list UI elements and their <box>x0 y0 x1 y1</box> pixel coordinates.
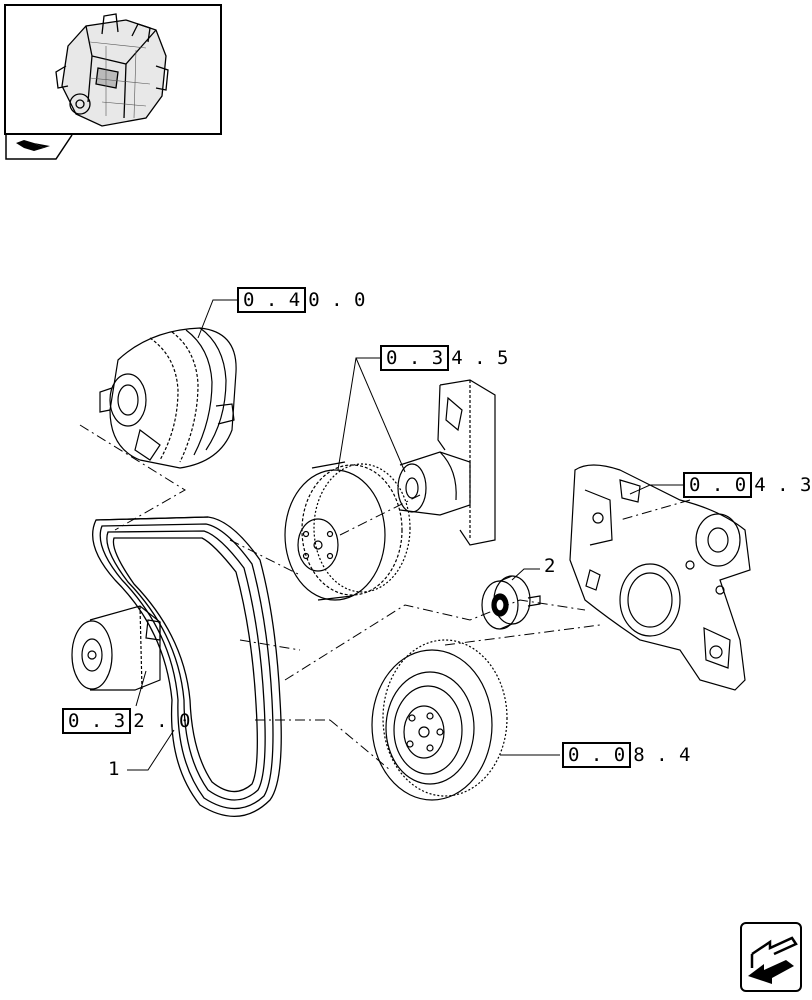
ref-damper[interactable]: 0 . 0 8 . 4 <box>562 742 690 768</box>
crank-damper-part <box>371 639 508 801</box>
ref-pulley-group-boxed: 0 . 3 <box>380 345 450 371</box>
item-number-idler: 2 <box>544 555 556 577</box>
compressor-part <box>71 605 161 691</box>
ref-compressor[interactable]: 0 . 3 2 . 0 <box>62 708 190 734</box>
ref-damper-rest: 8 . 4 <box>633 744 691 766</box>
item-number-belt: 1 <box>108 758 120 780</box>
ref-compressor-boxed: 0 . 3 <box>62 708 132 734</box>
ref-timing-cover-rest: 4 . 3 <box>754 474 812 496</box>
poly-v-belt-part <box>92 516 282 817</box>
ref-pulley-group[interactable]: 0 . 3 4 . 5 <box>380 345 508 371</box>
back-arrow-icon[interactable] <box>740 922 802 992</box>
grooved-pulley-part <box>284 461 411 601</box>
engine-thumbnail-icon[interactable] <box>4 4 222 135</box>
ref-alternator[interactable]: 0 . 4 0 . 0 <box>237 287 365 313</box>
timing-cover-part <box>569 464 751 691</box>
book-tab-icon[interactable] <box>4 134 74 160</box>
alternator-part <box>99 327 237 469</box>
ref-pulley-group-rest: 4 . 5 <box>451 347 509 369</box>
ref-alternator-rest: 0 . 0 <box>308 289 366 311</box>
ref-timing-cover[interactable]: 0 . 0 4 . 3 <box>683 472 811 498</box>
ref-alternator-boxed: 0 . 4 <box>237 287 307 313</box>
fan-hub-bracket-part <box>397 379 496 546</box>
ref-timing-cover-boxed: 0 . 0 <box>683 472 753 498</box>
idler-pulley-part <box>481 575 541 630</box>
ref-damper-boxed: 0 . 0 <box>562 742 632 768</box>
ref-compressor-rest: 2 . 0 <box>133 710 191 732</box>
